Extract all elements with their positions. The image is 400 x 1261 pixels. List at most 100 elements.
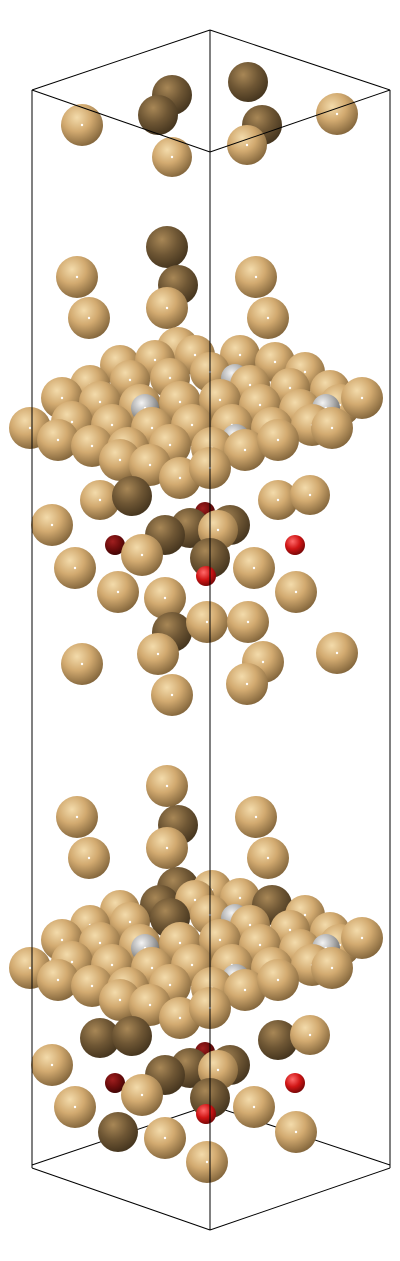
red-atom: [285, 535, 305, 555]
atom-highlight: [98, 400, 102, 404]
gold-atom: [98, 1112, 138, 1152]
atom-highlight: [60, 396, 64, 400]
atom-highlight: [140, 553, 144, 557]
atom-highlight: [178, 941, 182, 945]
atom-highlight: [118, 458, 122, 462]
atom-highlight: [50, 1063, 54, 1067]
atom-highlight: [190, 423, 194, 427]
atom-highlight: [248, 923, 252, 927]
atom-highlight: [75, 275, 79, 279]
atom-highlight: [153, 358, 157, 362]
atom-highlight: [80, 123, 84, 127]
atom-highlight: [28, 966, 32, 970]
atom-highlight: [276, 498, 280, 502]
atom-highlight: [60, 938, 64, 942]
atom-highlight: [168, 443, 172, 447]
atom-highlight: [330, 426, 334, 430]
atom-highlight: [261, 660, 265, 664]
red-atom: [105, 1073, 125, 1093]
atom-highlight: [150, 426, 154, 430]
atom-highlight: [266, 856, 270, 860]
red-atom: [285, 1073, 305, 1093]
atom-highlight: [116, 590, 120, 594]
atom-highlight: [128, 920, 132, 924]
atom-highlight: [245, 682, 249, 686]
atom-highlight: [288, 386, 292, 390]
gold-atom: [112, 1016, 152, 1056]
atom-highlight: [294, 590, 298, 594]
atom-highlight: [360, 936, 364, 940]
atom-highlight: [178, 400, 182, 404]
atom-highlight: [288, 928, 292, 932]
atom-highlight: [245, 143, 249, 147]
atom-highlight: [165, 306, 169, 310]
atom-highlight: [163, 596, 167, 600]
atom-highlight: [243, 988, 247, 992]
atom-highlight: [360, 396, 364, 400]
atom-highlight: [50, 523, 54, 527]
atom-highlight: [246, 620, 250, 624]
atom-highlight: [165, 846, 169, 850]
atom-highlight: [216, 1068, 220, 1072]
atom-highlight: [252, 1105, 256, 1109]
atom-highlight: [73, 1105, 77, 1109]
atom-highlight: [150, 966, 154, 970]
atom-highlight: [266, 316, 270, 320]
atom-highlight: [90, 444, 94, 448]
gold-atom: [112, 476, 152, 516]
atom-highlight: [170, 155, 174, 159]
atom-highlight: [87, 316, 91, 320]
atom-highlight: [238, 896, 242, 900]
atoms: [9, 62, 383, 1183]
atom-highlight: [110, 963, 114, 967]
atom-highlight: [148, 1003, 152, 1007]
atom-highlight: [258, 403, 262, 407]
atom-highlight: [238, 353, 242, 357]
atom-highlight: [168, 376, 172, 380]
atom-highlight: [335, 112, 339, 116]
atom-highlight: [148, 463, 152, 467]
atom-highlight: [258, 943, 262, 947]
atom-highlight: [75, 815, 79, 819]
gold-atom: [138, 95, 178, 135]
atom-highlight: [273, 360, 277, 364]
atom-highlight: [303, 370, 307, 374]
atom-highlight: [168, 983, 172, 987]
atom-highlight: [276, 978, 280, 982]
atom-highlight: [276, 438, 280, 442]
atom-highlight: [70, 960, 74, 964]
atom-highlight: [254, 275, 258, 279]
atom-highlight: [118, 998, 122, 1002]
atom-highlight: [205, 1160, 209, 1164]
atom-highlight: [190, 963, 194, 967]
atom-highlight: [178, 1016, 182, 1020]
atom-highlight: [193, 898, 197, 902]
atom-highlight: [216, 528, 220, 532]
atom-highlight: [254, 815, 258, 819]
atom-highlight: [248, 383, 252, 387]
atom-highlight: [308, 493, 312, 497]
atom-highlight: [80, 662, 84, 666]
atom-highlight: [252, 566, 256, 570]
atom-highlight: [218, 398, 222, 402]
atom-highlight: [303, 913, 307, 917]
gold-atom: [228, 62, 268, 102]
atom-highlight: [335, 651, 339, 655]
atom-highlight: [205, 620, 209, 624]
gold-atom: [80, 1018, 120, 1058]
atom-highlight: [165, 784, 169, 788]
atom-highlight: [73, 566, 77, 570]
cell-edges-front: [31, 89, 391, 1231]
atom-highlight: [56, 438, 60, 442]
atom-highlight: [28, 426, 32, 430]
atom-highlight: [193, 353, 197, 357]
atom-highlight: [87, 856, 91, 860]
atom-highlight: [170, 693, 174, 697]
gold-atom: [146, 226, 188, 268]
red-atom: [196, 566, 216, 586]
red-atom: [105, 535, 125, 555]
atom-highlight: [110, 423, 114, 427]
atom-highlight: [163, 1136, 167, 1140]
atom-highlight: [90, 984, 94, 988]
atom-highlight: [294, 1130, 298, 1134]
